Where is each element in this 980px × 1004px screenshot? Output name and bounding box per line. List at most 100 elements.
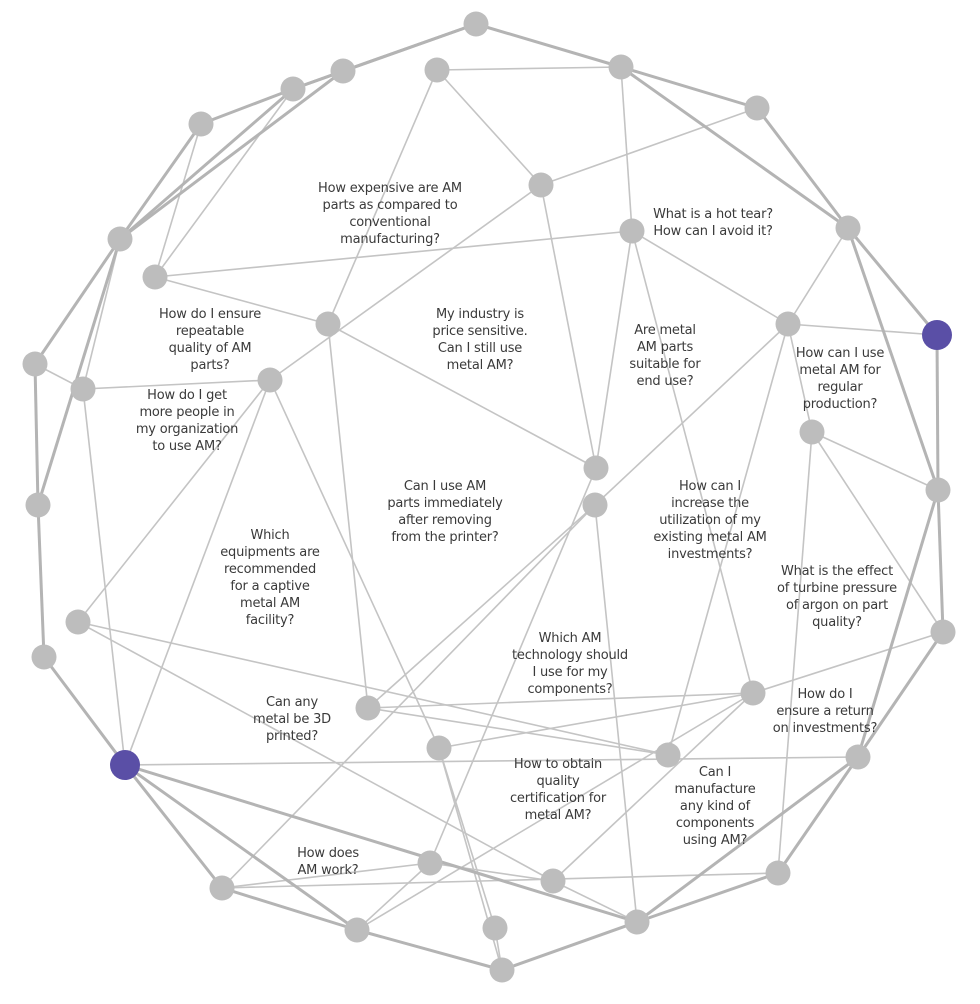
question-how-am-works: How does AM work? [297,846,359,878]
network-node-30 [583,455,609,481]
outer-edge-0 [475,22,622,69]
outer-edge-29 [124,763,358,932]
question-any-metal: Can any metal be 3D printed? [253,695,331,744]
edge-46 [221,862,431,889]
edge-38 [124,756,859,766]
edge-3 [154,88,294,278]
outer-edge-1 [620,65,758,110]
edge-30 [429,467,597,864]
edge-50 [438,747,496,929]
network-node-9 [624,909,650,935]
highlighted-node-4 [922,320,952,350]
outer-edge-5 [936,489,945,633]
network-node-35 [655,742,681,768]
edge-25 [811,431,939,491]
network-node-10 [489,957,515,983]
network-node-5 [925,477,951,503]
edge-20 [787,323,938,336]
edge-26 [811,431,944,633]
network-node-36 [740,680,766,706]
network-node-18 [188,111,214,137]
edge-35 [77,621,554,882]
outer-edge-27 [36,238,122,506]
edge-19 [595,230,633,469]
outer-edge-6 [856,631,945,758]
network-node-16 [22,351,48,377]
question-turbine-pressure: What is the effect of turbine pressure o… [777,564,897,630]
edge-43 [367,707,669,756]
outer-edge-7 [776,756,860,874]
edge-24 [667,323,789,756]
network-node-33 [355,695,381,721]
network-node-22 [142,264,168,290]
network-node-8 [765,860,791,886]
edge-1 [436,66,622,71]
edge-41 [752,631,944,694]
network-node-19 [280,76,306,102]
question-increase-utilization: How can I increase the utilization of my… [653,479,767,562]
edge-34 [77,379,271,623]
network-node-3 [835,215,861,241]
edge-36 [77,621,669,756]
highlighted-node-13 [110,750,140,780]
question-price-sensitive: My industry is price sensitive. Can I st… [432,307,528,373]
edge-49 [552,692,754,882]
edge-28 [82,388,126,766]
outer-edge-9 [501,920,638,972]
outer-edge-3 [846,227,939,336]
network-node-20 [330,58,356,84]
outer-edge-8 [636,871,779,924]
question-repeatable-quality: How do I ensure repeatable quality of AM… [158,307,262,373]
network-node-37 [417,850,443,876]
edge-31 [367,504,596,709]
question-which-technology: Which AM technology should I use for my … [512,631,628,697]
network-node-11 [344,917,370,943]
outer-edge-30 [292,22,477,91]
edge-13 [540,107,758,186]
network-node-12 [209,875,235,901]
edge-7 [82,379,271,390]
edge-27 [777,431,813,874]
network-node-34 [426,735,452,761]
network-node-14 [31,644,57,670]
edge-23 [594,323,789,506]
outer-edge-18 [200,87,294,126]
network-node-39 [482,915,508,941]
edge-47 [356,862,431,931]
network-node-0 [463,11,489,37]
edge-42 [356,692,754,931]
edge-6 [154,276,329,325]
outer-edge-4 [935,334,940,491]
edge-18 [631,230,754,694]
outer-edge-21 [620,65,849,230]
edge-2 [327,69,438,325]
edge-15 [620,66,633,232]
network-node-7 [845,744,871,770]
question-captive-facility: Which equipments are recommended for a c… [220,528,320,628]
network-node-1 [608,54,634,80]
question-manufacture-any: Can I manufacture any kind of components… [674,765,756,848]
outer-edge-13 [42,656,127,766]
network-node-26 [528,172,554,198]
outer-edge-12 [123,764,224,889]
edge-14 [540,184,597,469]
network-node-25 [257,367,283,393]
question-return-on-investment: How do I ensure a return on investments? [772,687,878,736]
outer-edge-11 [221,886,358,932]
edge-8 [327,323,597,469]
edge-45 [552,880,638,923]
network-node-17 [107,226,133,252]
network-node-38 [540,868,566,894]
question-hot-tear: What is a hot tear? How can I avoid it? [653,207,773,239]
network-node-28 [775,311,801,337]
outer-edge-17 [118,123,203,240]
network-node-6 [930,619,956,645]
edge-0 [436,69,542,186]
network-node-23 [70,376,96,402]
question-use-immediately: Can I use AM parts immediately after rem… [387,479,503,545]
edge-16 [154,230,633,278]
edge-32 [594,504,638,923]
network-node-21 [424,57,450,83]
network-node-31 [582,492,608,518]
edge-21 [787,227,849,325]
